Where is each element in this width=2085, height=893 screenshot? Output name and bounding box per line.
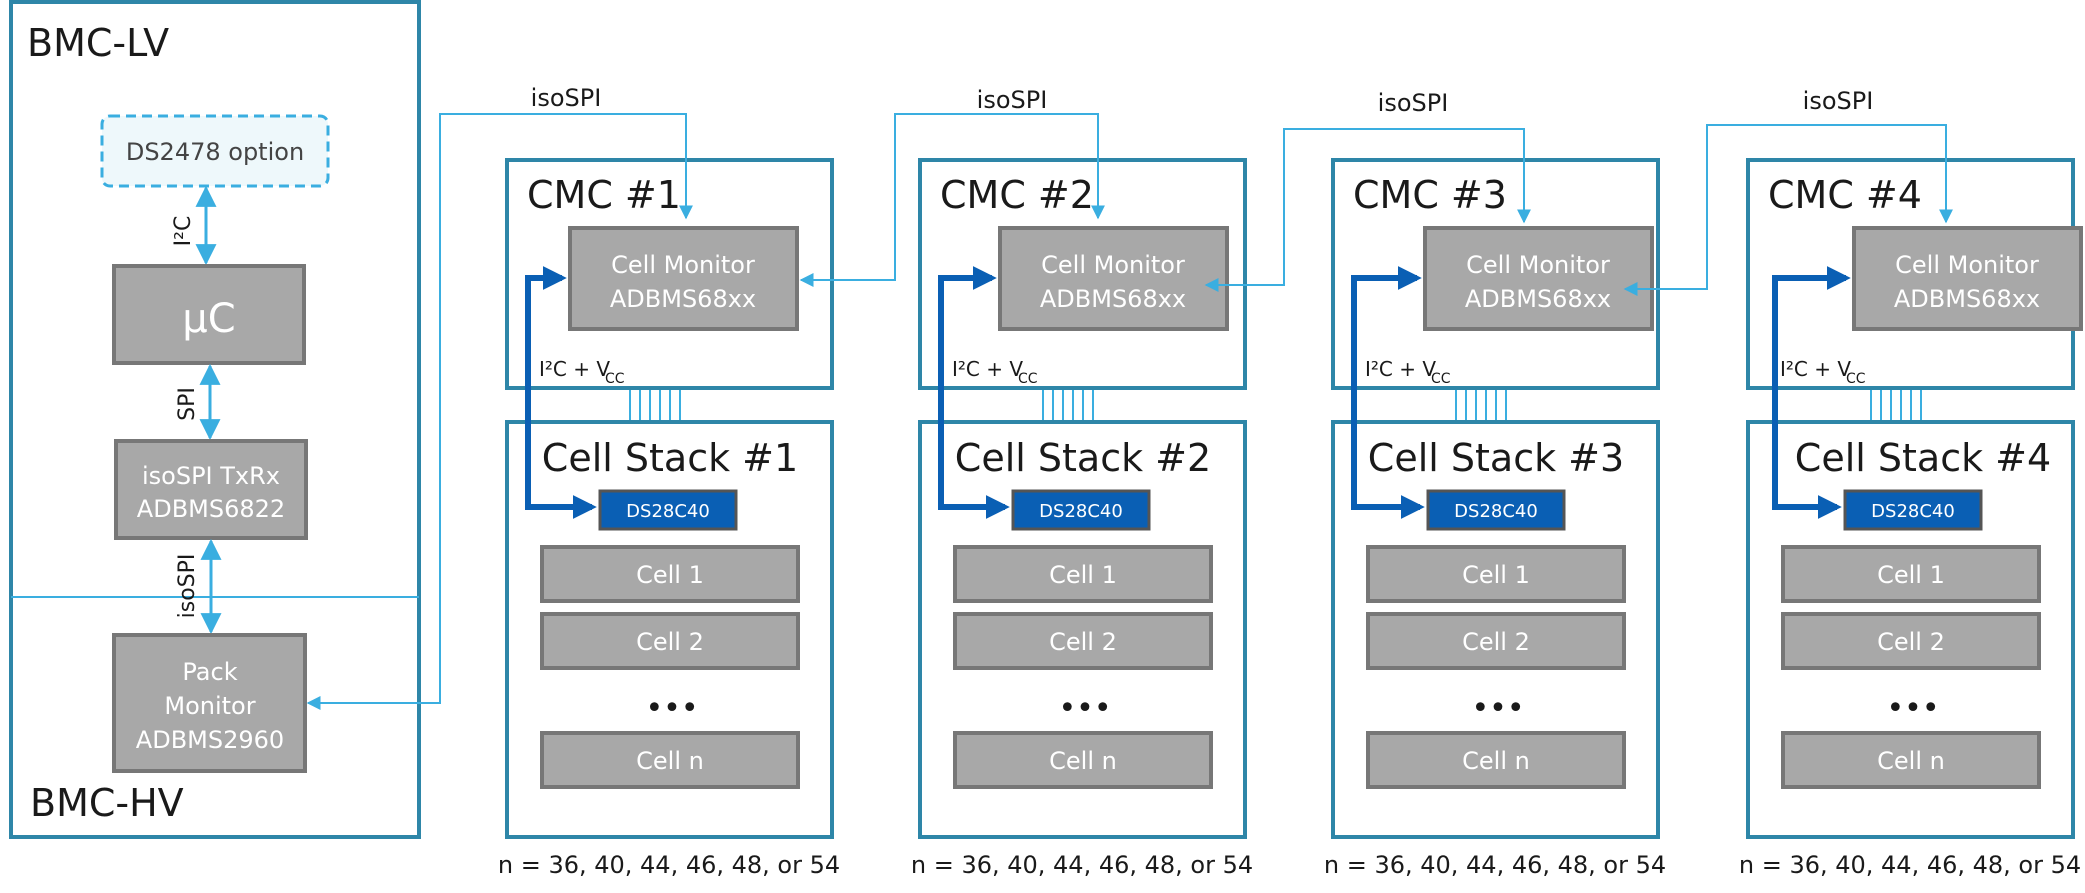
cmc-title: CMC #1 [527,173,681,217]
cell-monitor-label: Cell Monitor [1466,251,1610,279]
spi-label: SPI [175,387,200,421]
cell-box [1366,545,1626,603]
cell-box [953,545,1213,603]
cell-label: Cell 1 [1877,561,1945,589]
isospi-chain-link [306,113,693,710]
cell-label: Cell 1 [1462,561,1530,589]
cell-ellipsis: ••• [1886,691,1939,726]
ds28c40-label: DS28C40 [1871,501,1955,522]
microcontroller-label: µC [182,296,235,342]
vcc-subscript: CC [1846,371,1866,387]
cell-stack-frame [1331,420,1660,839]
isospi-chain-label: isoSPI [531,84,602,112]
cell-monitor-part: ADBMS68xx [1040,285,1186,313]
cell-monitor-label: Cell Monitor [1041,251,1185,279]
ds28c40-label: DS28C40 [626,501,710,522]
cell-box [540,731,800,789]
cell-monitor-part: ADBMS68xx [1894,285,2040,313]
cell-box [953,612,1213,670]
cell-label: Cell 2 [1049,628,1117,656]
isospi-chain-link [1204,128,1531,292]
i2c-vcc-label: I²C + V [952,357,1023,381]
i2c-label: I²C [171,216,196,247]
cell-stack-title: Cell Stack #3 [1368,436,1624,480]
cell-label: Cell 2 [636,628,704,656]
cell-stack-title: Cell Stack #2 [955,436,1211,480]
microcontroller-box [112,264,306,365]
cell-label: Cell n [1462,747,1530,775]
i2c-vcc-label: I²C + V [1365,357,1436,381]
ds2478-option-label: DS2478 option [126,138,304,166]
ds28c40-chip [1426,489,1566,531]
cell-monitor-part: ADBMS68xx [1465,285,1611,313]
isospi-chain-link [1623,124,1953,296]
cell-count-footnote: n = 36, 40, 44, 46, 48, or 54 [911,851,1253,879]
cell-stack-title: Cell Stack #1 [542,436,798,480]
cell-label: Cell n [636,747,704,775]
isospi-chain-label: isoSPI [1803,87,1874,115]
cmc-title: CMC #3 [1353,173,1507,217]
cell-label: Cell 1 [636,561,704,589]
cell-monitor-label: Cell Monitor [611,251,755,279]
cell-ellipsis: ••• [1058,691,1111,726]
cell-box [953,731,1213,789]
bmc-lv-label: BMC-LV [27,21,169,65]
ds28c40-chip [1011,489,1151,531]
cell-ellipsis: ••• [645,691,698,726]
cell-count-footnote: n = 36, 40, 44, 46, 48, or 54 [1324,851,1666,879]
ds28c40-chip [1843,489,1983,531]
vcc-subscript: CC [1431,371,1451,387]
pack-monitor-line1: Pack [182,658,237,686]
cell-label: Cell n [1877,747,1945,775]
isospi-chain-link [799,113,1105,287]
cell-label: Cell 2 [1462,628,1530,656]
cell-label: Cell 1 [1049,561,1117,589]
cell-box [1366,612,1626,670]
vcc-subscript: CC [1018,371,1038,387]
pack-monitor-box [112,633,307,773]
i2c-vcc-label: I²C + V [539,357,610,381]
cell-ellipsis: ••• [1471,691,1524,726]
cell-box [1366,731,1626,789]
isospi-txrx-label: isoSPI TxRx [142,462,280,490]
isospi-chain-label: isoSPI [1378,89,1449,117]
i2c-vcc-label: I²C + V [1780,357,1851,381]
isospi-txrx-box [114,439,308,540]
cell-box [1781,612,2041,670]
cell-box [1781,731,2041,789]
ds28c40-label: DS28C40 [1454,501,1538,522]
cmc-title: CMC #4 [1768,173,1922,217]
isospi-txrx-part: ADBMS6822 [137,495,285,523]
cell-label: Cell 2 [1877,628,1945,656]
ds28c40-label: DS28C40 [1039,501,1123,522]
cell-stack-frame [1746,420,2075,839]
cell-stack-title: Cell Stack #4 [1795,436,2051,480]
cell-stack-frame [918,420,1247,839]
isospi-chain-label: isoSPI [977,86,1048,114]
cell-label: Cell n [1049,747,1117,775]
cell-count-footnote: n = 36, 40, 44, 46, 48, or 54 [498,851,840,879]
cell-count-footnote: n = 36, 40, 44, 46, 48, or 54 [1739,851,2081,879]
isospi-vertical-label: isoSPI [175,554,200,619]
pack-monitor-line3: ADBMS2960 [136,726,284,754]
cell-monitor-label: Cell Monitor [1895,251,2039,279]
bmc-hv-label: BMC-HV [30,781,184,825]
vcc-subscript: CC [605,371,625,387]
cell-box [1781,545,2041,603]
pack-monitor-line2: Monitor [164,692,255,720]
cell-monitor-part: ADBMS68xx [610,285,756,313]
cmc-title: CMC #2 [940,173,1094,217]
